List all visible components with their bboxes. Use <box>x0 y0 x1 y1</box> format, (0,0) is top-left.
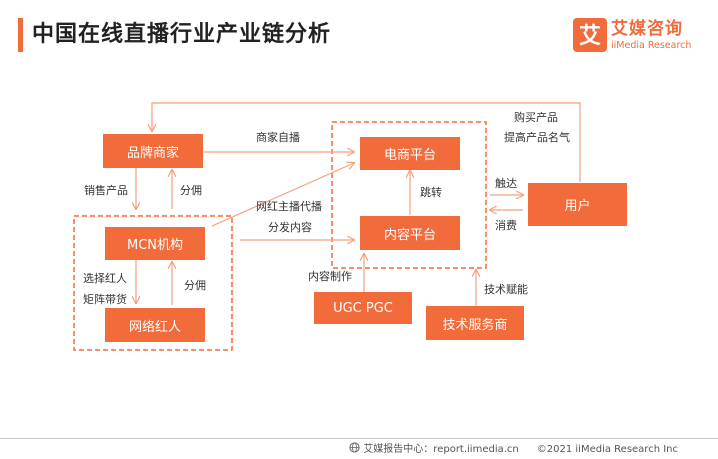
label-tech-empower: 技术赋能 <box>484 283 528 296</box>
label-content-production: 内容制作 <box>308 270 352 283</box>
label-sell-products: 销售产品 <box>84 184 128 197</box>
logo-mark-icon: 艾 <box>573 18 607 52</box>
label-boost-reputation: 提高产品名气 <box>504 131 570 144</box>
footer-globe-icon <box>349 442 360 458</box>
footer-divider <box>0 438 718 439</box>
user-node: 用户 <box>528 183 627 226</box>
footer: 艾媒报告中心：report.iimedia.cn ©2021 iiMedia R… <box>349 442 678 458</box>
platform-group-frame <box>331 121 487 269</box>
label-consume: 消费 <box>495 219 517 232</box>
influencer-node: 网络红人 <box>105 308 205 342</box>
label-merchant-live: 商家自播 <box>256 131 300 144</box>
label-distribute-content: 分发内容 <box>268 221 312 234</box>
content-platform-node: 内容平台 <box>360 216 460 250</box>
user-to-brand-loop <box>152 102 581 182</box>
label-reach: 触达 <box>495 177 517 190</box>
tech-provider-node: 技术服务商 <box>426 306 524 340</box>
page-title: 中国在线直播行业产业链分析 <box>32 22 332 47</box>
label-influencer-live: 网红主播代播 <box>256 200 322 213</box>
mcn-agency-node: MCN机构 <box>105 227 205 260</box>
label-commission-bottom: 分佣 <box>184 279 206 292</box>
mcn-to-ecommerce-arrow <box>211 163 354 227</box>
logo: 艾 艾媒咨询 iiMedia Research <box>573 18 703 58</box>
title-accent-bar <box>18 18 23 52</box>
logo-text-en: iiMedia Research <box>611 40 692 51</box>
brand-merchant-node: 品牌商家 <box>103 134 203 168</box>
footer-source: 艾媒报告中心：report.iimedia.cn <box>363 444 519 455</box>
mcn-group-frame <box>73 215 233 351</box>
ugc-pgc-node: UGC PGC <box>314 292 412 324</box>
ecommerce-platform-node: 电商平台 <box>360 137 460 170</box>
label-commission-top: 分佣 <box>180 184 202 197</box>
logo-mark-text: 艾 <box>579 24 601 49</box>
label-redirect: 跳转 <box>420 186 442 199</box>
label-select-influencer: 选择红人 <box>83 272 127 285</box>
logo-text-cn: 艾媒咨询 <box>611 19 683 39</box>
label-buy-products: 购买产品 <box>514 111 558 124</box>
footer-copyright: ©2021 iiMedia Research Inc <box>536 444 678 455</box>
label-matrix-selling: 矩阵带货 <box>83 293 127 306</box>
